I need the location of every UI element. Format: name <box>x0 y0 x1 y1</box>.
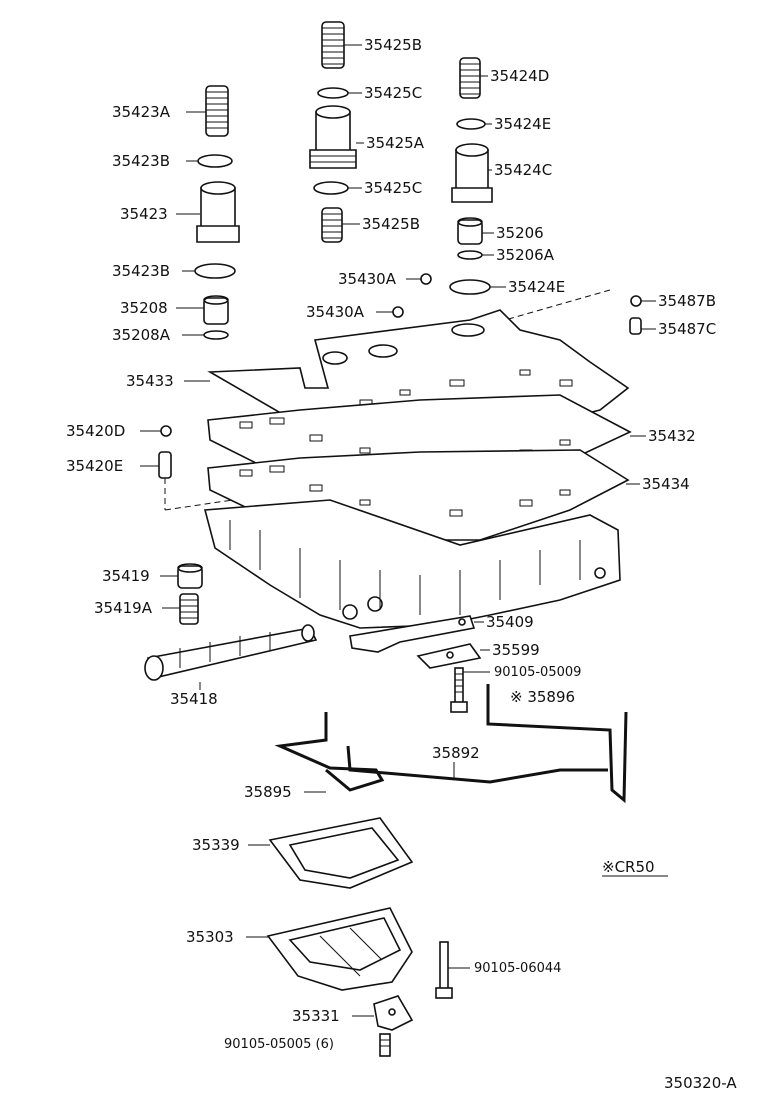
label-35418: 35418 <box>170 690 218 708</box>
spring-35425B-top <box>321 21 345 69</box>
label-35409: 35409 <box>486 613 534 631</box>
label-90105-05005: 90105-05005 (6) <box>224 1037 334 1052</box>
label-35430A-top: 35430A <box>338 270 397 288</box>
label-35424D: 35424D <box>490 67 549 85</box>
label-35424C: 35424C <box>494 161 552 179</box>
label-35424E-bottom: 35424E <box>508 278 565 296</box>
label-35896: ※ 35896 <box>510 688 575 706</box>
label-35423B-bottom: 35423B <box>112 262 170 280</box>
label-35430A-bottom: 35430A <box>306 303 365 321</box>
ring-35423B-bottom <box>194 263 236 279</box>
label-35420E: 35420E <box>66 457 123 475</box>
plug-35419 <box>177 563 203 589</box>
ring-35425C-top <box>317 87 349 99</box>
label-35423: 35423 <box>120 205 168 223</box>
label-35425C-bottom: 35425C <box>364 179 422 197</box>
ring-35423B-top <box>197 154 233 168</box>
diagram-id: 350320-A <box>664 1074 737 1092</box>
spring-35424D <box>459 57 481 99</box>
label-35599: 35599 <box>492 641 540 659</box>
label-35208A: 35208A <box>112 326 171 344</box>
bolt-90105-05009 <box>450 667 468 713</box>
leaders-35423 <box>176 111 206 336</box>
strainer-35303 <box>266 907 413 991</box>
ring-35208A <box>203 330 229 340</box>
ball-35487B <box>630 295 642 307</box>
ball-35420D <box>160 425 172 437</box>
leaders-35424 <box>480 75 506 288</box>
bolt-90105-05005 <box>379 1033 391 1057</box>
label-35424E-top: 35424E <box>494 115 551 133</box>
ball-35430A-top <box>420 273 432 285</box>
label-35206: 35206 <box>496 224 544 242</box>
spring-35420E <box>158 451 172 479</box>
label-35303: 35303 <box>186 928 234 946</box>
valve-35418 <box>144 624 318 681</box>
label-90105-06044: 90105-06044 <box>474 961 561 976</box>
label-35206A: 35206A <box>496 246 555 264</box>
label-35208: 35208 <box>120 299 168 317</box>
label-35425A: 35425A <box>366 134 425 152</box>
label-35423B-top: 35423B <box>112 152 170 170</box>
label-35339: 35339 <box>192 836 240 854</box>
label-90105-05009: 90105-05009 <box>494 665 581 680</box>
label-35434: 35434 <box>642 475 690 493</box>
sleeve-35425A <box>309 105 357 169</box>
valve-body <box>203 499 621 629</box>
label-35420D: 35420D <box>66 422 125 440</box>
label-35487B: 35487B <box>658 292 716 310</box>
spring-35425B-bottom <box>321 207 343 243</box>
label-35892: 35892 <box>432 744 480 762</box>
sleeve-35423 <box>196 181 240 243</box>
label-35425B-top: 35425B <box>364 36 422 54</box>
label-35432: 35432 <box>648 427 696 445</box>
bracket-35409 <box>349 615 476 653</box>
ring-35206A <box>457 250 483 260</box>
gasket-35339 <box>268 817 414 889</box>
label-35425B-bottom: 35425B <box>362 215 420 233</box>
bracket-35331 <box>373 995 414 1031</box>
label-35419: 35419 <box>102 567 150 585</box>
plug-35208 <box>203 295 229 325</box>
spring-35487C <box>629 317 642 335</box>
spring-35423A <box>205 85 229 137</box>
label-35423A: 35423A <box>112 103 171 121</box>
plate-35599 <box>416 643 482 669</box>
label-35487C: 35487C <box>658 320 716 338</box>
rod-35896 <box>486 684 628 804</box>
label-35419A: 35419A <box>94 599 153 617</box>
rod-35892 <box>346 745 608 784</box>
ring-35425C-bottom <box>313 181 349 195</box>
plug-35206 <box>457 217 483 245</box>
label-35895: 35895 <box>244 783 292 801</box>
note-cr50: ※CR50 <box>602 858 655 876</box>
leaders-35425 <box>342 44 364 225</box>
spring-35419A <box>179 593 199 625</box>
ball-35430A-bottom <box>392 306 404 318</box>
rod-35895 <box>274 712 385 792</box>
label-35425C-top: 35425C <box>364 84 422 102</box>
sleeve-35424C <box>451 143 493 203</box>
ring-35424E-top <box>456 118 486 130</box>
label-35331: 35331 <box>292 1007 340 1025</box>
bolt-90105-06044 <box>435 941 453 999</box>
ring-35424E-bottom <box>449 279 491 295</box>
label-35433: 35433 <box>126 372 174 390</box>
